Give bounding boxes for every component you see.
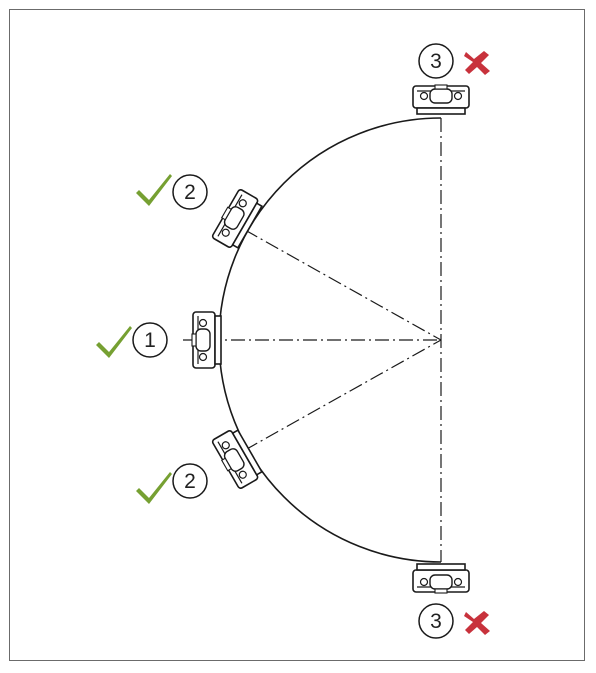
check-mark-icon (136, 174, 172, 206)
position-label-1: 1 (132, 322, 168, 358)
lower-diagonal-line (244, 339, 442, 451)
position-label-2-upper: 2 (172, 174, 208, 210)
svg-text:1: 1 (144, 329, 156, 352)
position-label-3-bottom: 3 (418, 603, 454, 639)
device-position-2-upper (209, 187, 265, 253)
check-mark-icon (136, 472, 172, 504)
svg-text:2: 2 (184, 470, 196, 493)
diagram-frame (9, 9, 585, 661)
svg-text:2: 2 (184, 181, 196, 204)
check-mark-icon (96, 326, 132, 358)
device-position-1 (191, 311, 222, 369)
cross-mark-icon (464, 611, 490, 635)
upper-diagonal-line (244, 229, 442, 341)
position-label-2-lower: 2 (172, 463, 208, 499)
device-position-3-top (412, 84, 470, 115)
position-label-3-top: 3 (418, 43, 454, 79)
svg-text:3: 3 (430, 50, 442, 73)
device-position-3-bottom (412, 563, 470, 594)
center-lines (183, 118, 442, 562)
device-position-2-lower (209, 425, 265, 491)
cross-mark-icon (464, 51, 490, 75)
svg-text:3: 3 (430, 610, 442, 633)
